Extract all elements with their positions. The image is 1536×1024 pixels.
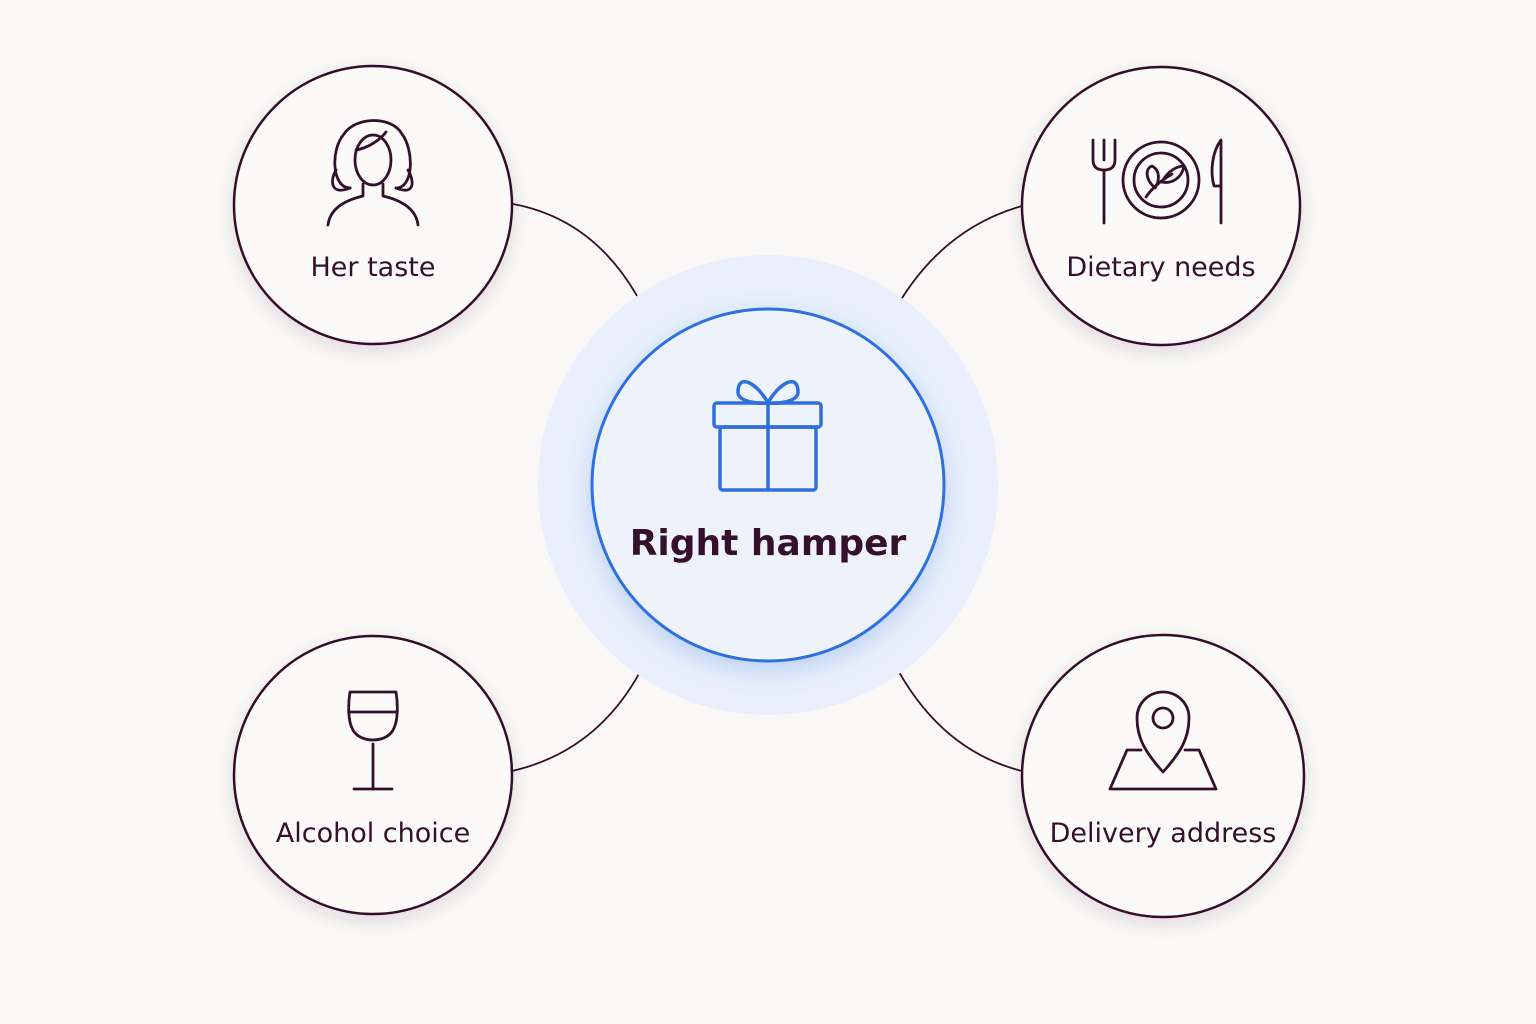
wine-glass-icon bbox=[347, 690, 399, 791]
node-label-her-taste: Her taste bbox=[311, 252, 436, 283]
gift-icon bbox=[712, 379, 823, 492]
node-delivery-address: Delivery address bbox=[1020, 633, 1306, 919]
node-label-delivery-address: Delivery address bbox=[1050, 818, 1277, 849]
center-node: Right hamper bbox=[590, 307, 946, 663]
node-label-alcohol-choice: Alcohol choice bbox=[276, 818, 470, 849]
plate-leaf-icon bbox=[1091, 138, 1223, 225]
center-label: Right hamper bbox=[630, 523, 907, 564]
node-her-taste: Her taste bbox=[232, 64, 514, 346]
node-label-dietary-needs: Dietary needs bbox=[1066, 252, 1255, 283]
node-alcohol-choice: Alcohol choice bbox=[232, 634, 514, 916]
node-dietary-needs: Dietary needs bbox=[1020, 65, 1302, 347]
woman-icon bbox=[326, 119, 420, 227]
map-pin-icon bbox=[1108, 690, 1218, 791]
